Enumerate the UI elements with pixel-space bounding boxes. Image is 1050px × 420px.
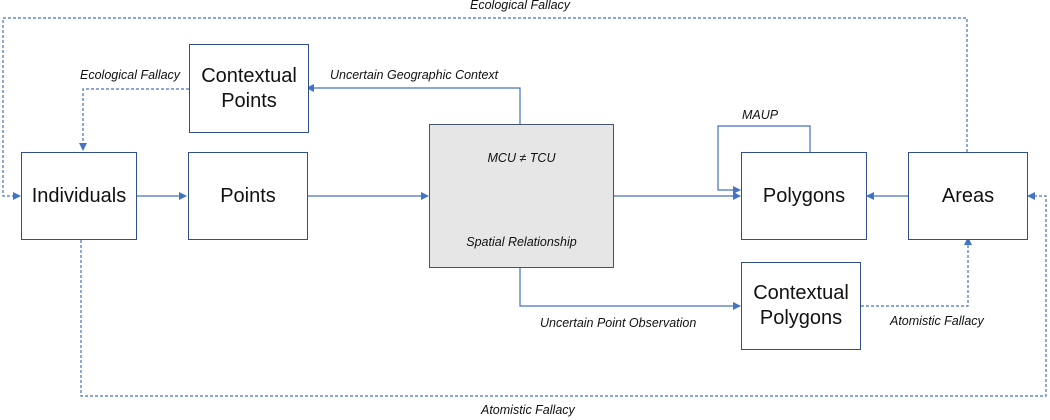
polygons-node: Polygons bbox=[741, 152, 867, 240]
areas-node: Areas bbox=[908, 152, 1028, 240]
edge-maup-loop bbox=[717, 125, 811, 194]
edge-label-ecological-fallacy-left: Ecological Fallacy bbox=[80, 68, 181, 82]
edge-label-atomistic-fallacy-right: Atomistic Fallacy bbox=[890, 314, 984, 328]
spatial-relationship-label: Spatial Relationship bbox=[466, 235, 577, 250]
edge-uncertain-point-observation bbox=[519, 268, 741, 310]
contextual-points-node: Contextual Points bbox=[189, 44, 309, 133]
edge-label-uncertain-geographic-context: Uncertain Geographic Context bbox=[330, 68, 499, 82]
individuals-label: Individuals bbox=[31, 184, 127, 207]
edge-ecological-fallacy-top bbox=[2, 17, 968, 200]
edge-label-ecological-fallacy-top: Ecological Fallacy bbox=[470, 0, 571, 12]
edge-label-uncertain-point-observation: Uncertain Point Observation bbox=[540, 316, 697, 330]
polygons-label: Polygons bbox=[762, 184, 846, 207]
areas-label: Areas bbox=[941, 184, 995, 207]
edge-uncertain-geographic-context bbox=[306, 84, 521, 124]
points-label: Points bbox=[220, 184, 276, 207]
points-node: Points bbox=[188, 152, 308, 240]
edge-label-atomistic-fallacy-bottom: Atomistic Fallacy bbox=[481, 403, 575, 417]
contextual-polygons-label: Contextual Polygons bbox=[753, 282, 849, 329]
edge-label-maup: MAUP bbox=[742, 108, 779, 122]
edge-ecological-fallacy-left bbox=[79, 88, 189, 151]
contextual-points-label: Contextual Points bbox=[201, 64, 297, 112]
edge-atomistic-fallacy-right bbox=[861, 237, 972, 307]
mcu-tcu-label: MCU ≠ TCU bbox=[487, 151, 556, 165]
individuals-node: Individuals bbox=[21, 152, 137, 240]
edge-atomistic-fallacy-bottom bbox=[80, 192, 1047, 397]
spatial-relationship-node: MCU ≠ TCU Spatial Relationship bbox=[429, 124, 614, 268]
contextual-polygons-node: Contextual Polygons bbox=[741, 262, 861, 350]
